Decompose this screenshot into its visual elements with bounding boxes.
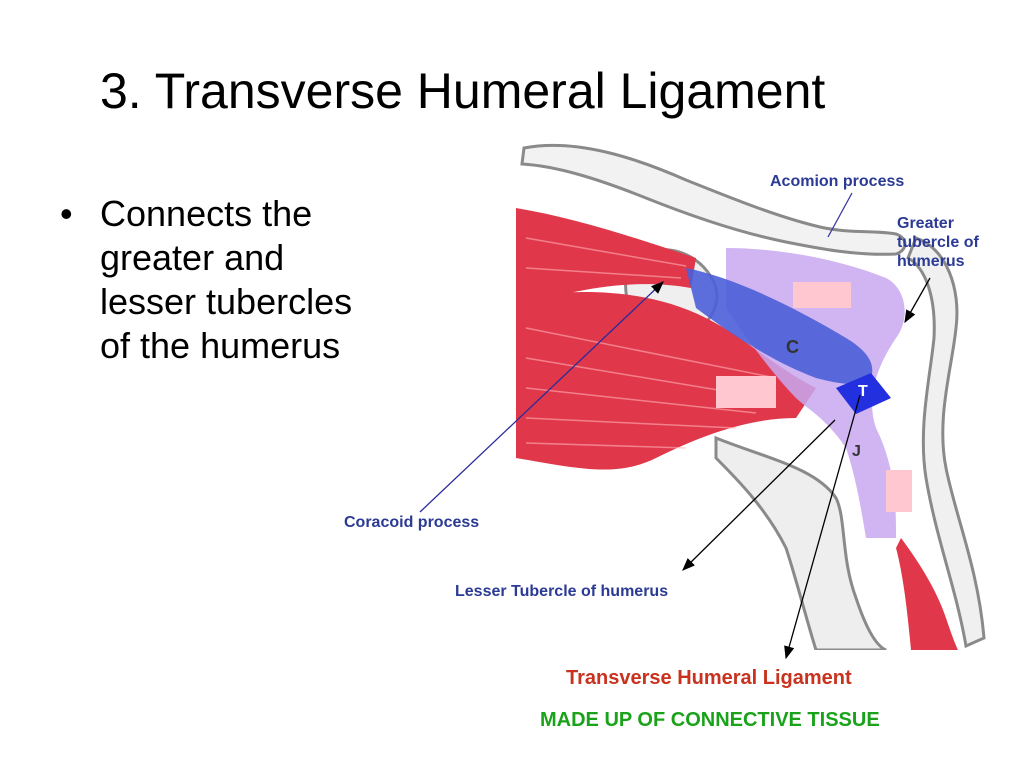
humerus-bone bbox=[906, 236, 986, 649]
transverse-humeral-ligament bbox=[836, 373, 891, 414]
bullet-marker: • bbox=[60, 193, 73, 234]
letter-t: T bbox=[858, 383, 868, 400]
transverse-ligament-caption: Transverse Humeral Ligament bbox=[566, 667, 852, 689]
transverse-ligament-arrow bbox=[784, 394, 861, 660]
acromion-process-label: Acomion process bbox=[770, 173, 905, 190]
bullet-text: Connects the greater and lesser tubercle… bbox=[100, 193, 353, 366]
coracoid-arrow bbox=[419, 281, 664, 513]
scapula-lower-bone bbox=[714, 435, 887, 650]
biceps-muscle bbox=[896, 538, 958, 650]
shoulder-anatomy-illustration: C T J bbox=[516, 138, 990, 650]
lesser-tubercle-arrow bbox=[682, 419, 836, 571]
letter-c: C bbox=[786, 337, 799, 357]
greater-tubercle-arrow bbox=[904, 277, 931, 324]
slide-title: 3. Transverse Humeral Ligament bbox=[100, 63, 826, 119]
clavicle-bone bbox=[520, 143, 907, 256]
greater-tubercle-label: Greater tubercle of humerus bbox=[897, 215, 979, 270]
coracoid-process-label: Coracoid process bbox=[344, 514, 480, 531]
connective-tissue-caption: MADE UP OF CONNECTIVE TISSUE bbox=[540, 709, 880, 731]
label-patch-2 bbox=[716, 376, 776, 408]
lesser-tubercle-label: Lesser Tubercle of humerus bbox=[455, 583, 669, 600]
label-patch-3 bbox=[886, 470, 912, 512]
coracohumeral-ligament bbox=[686, 268, 873, 384]
bullet-item: • Connects the greater and lesser tuberc… bbox=[60, 192, 390, 368]
acromion-leader bbox=[827, 192, 853, 238]
label-patch-1 bbox=[793, 282, 851, 308]
letter-j: J bbox=[852, 443, 861, 460]
